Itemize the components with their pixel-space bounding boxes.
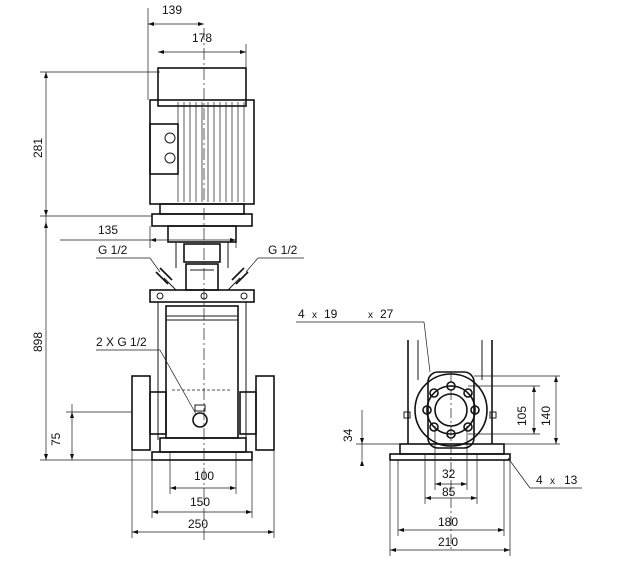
- pump-head-plate: [149, 289, 255, 303]
- side-view: [389, 340, 511, 461]
- dim-32: 32: [442, 467, 456, 481]
- coupling: [183, 243, 221, 263]
- dim-178: 178: [192, 31, 212, 45]
- dimension-lines: [40, 8, 304, 538]
- bolt-hole-icon: [422, 405, 432, 415]
- bolt-hole-icon: [429, 388, 439, 398]
- inlet-port: [149, 391, 167, 435]
- outlet-flange: [255, 375, 275, 451]
- pump-sleeve: [165, 305, 239, 439]
- callout-g-half-left: G 1/2: [98, 243, 128, 257]
- terminal-box: [149, 123, 179, 175]
- callout-times-2: x: [368, 310, 373, 321]
- cable-gland-icon: [164, 152, 176, 164]
- dim-180: 180: [438, 515, 458, 529]
- dim-140: 140: [539, 406, 553, 426]
- motor: [149, 67, 255, 227]
- dim-85: 85: [442, 485, 456, 499]
- dim-100: 100: [194, 469, 214, 483]
- bolt-hole-icon: [463, 422, 473, 432]
- callout-g-half-right: G 1/2: [268, 243, 298, 257]
- pump-chamber: [157, 302, 247, 440]
- dim-75: 75: [49, 432, 63, 446]
- dim-135: 135: [98, 223, 118, 237]
- base-body: [159, 437, 247, 453]
- side-dimension-lines: [296, 321, 582, 556]
- dim-34: 34: [341, 428, 355, 442]
- motor-stool-flange: [151, 213, 253, 227]
- dim-210: 210: [438, 535, 458, 549]
- bolt-hole-icon: [463, 388, 473, 398]
- dim-250: 250: [188, 517, 208, 531]
- callout-holes-count: 4: [298, 307, 305, 321]
- dim-898: 898: [31, 332, 45, 352]
- callout-times-3: x: [550, 476, 555, 487]
- motor-cooling-fins: [177, 102, 245, 202]
- callout-holes-slot: 27: [380, 307, 394, 321]
- dim-139: 139: [162, 3, 182, 17]
- pump-base: [131, 375, 275, 461]
- side-base-foot: [389, 453, 511, 461]
- coupling-housing: [167, 225, 237, 243]
- pump-stool: [149, 225, 255, 303]
- bolt-hole-icon: [470, 405, 480, 415]
- cable-gland-icon: [164, 132, 176, 144]
- base-foot: [151, 451, 253, 461]
- outlet-port: [239, 391, 257, 435]
- callout-times-1: x: [312, 310, 317, 321]
- vent-plug-left: [155, 267, 177, 291]
- motor-flange: [159, 203, 245, 215]
- dim-150: 150: [190, 495, 210, 509]
- inlet-flange: [131, 375, 151, 451]
- vent-plug-right: [227, 267, 249, 291]
- dim-281: 281: [31, 138, 45, 158]
- pump-head-block: [185, 263, 219, 291]
- callout-holes-size: 19: [324, 307, 338, 321]
- bolt-hole-icon: [429, 422, 439, 432]
- callout-drain-ports: 2 X G 1/2: [96, 335, 147, 349]
- drain-plug-icon: [192, 412, 208, 428]
- dim-105: 105: [515, 406, 529, 426]
- callout-feet-count: 4: [536, 473, 543, 487]
- callout-feet-size: 13: [564, 473, 578, 487]
